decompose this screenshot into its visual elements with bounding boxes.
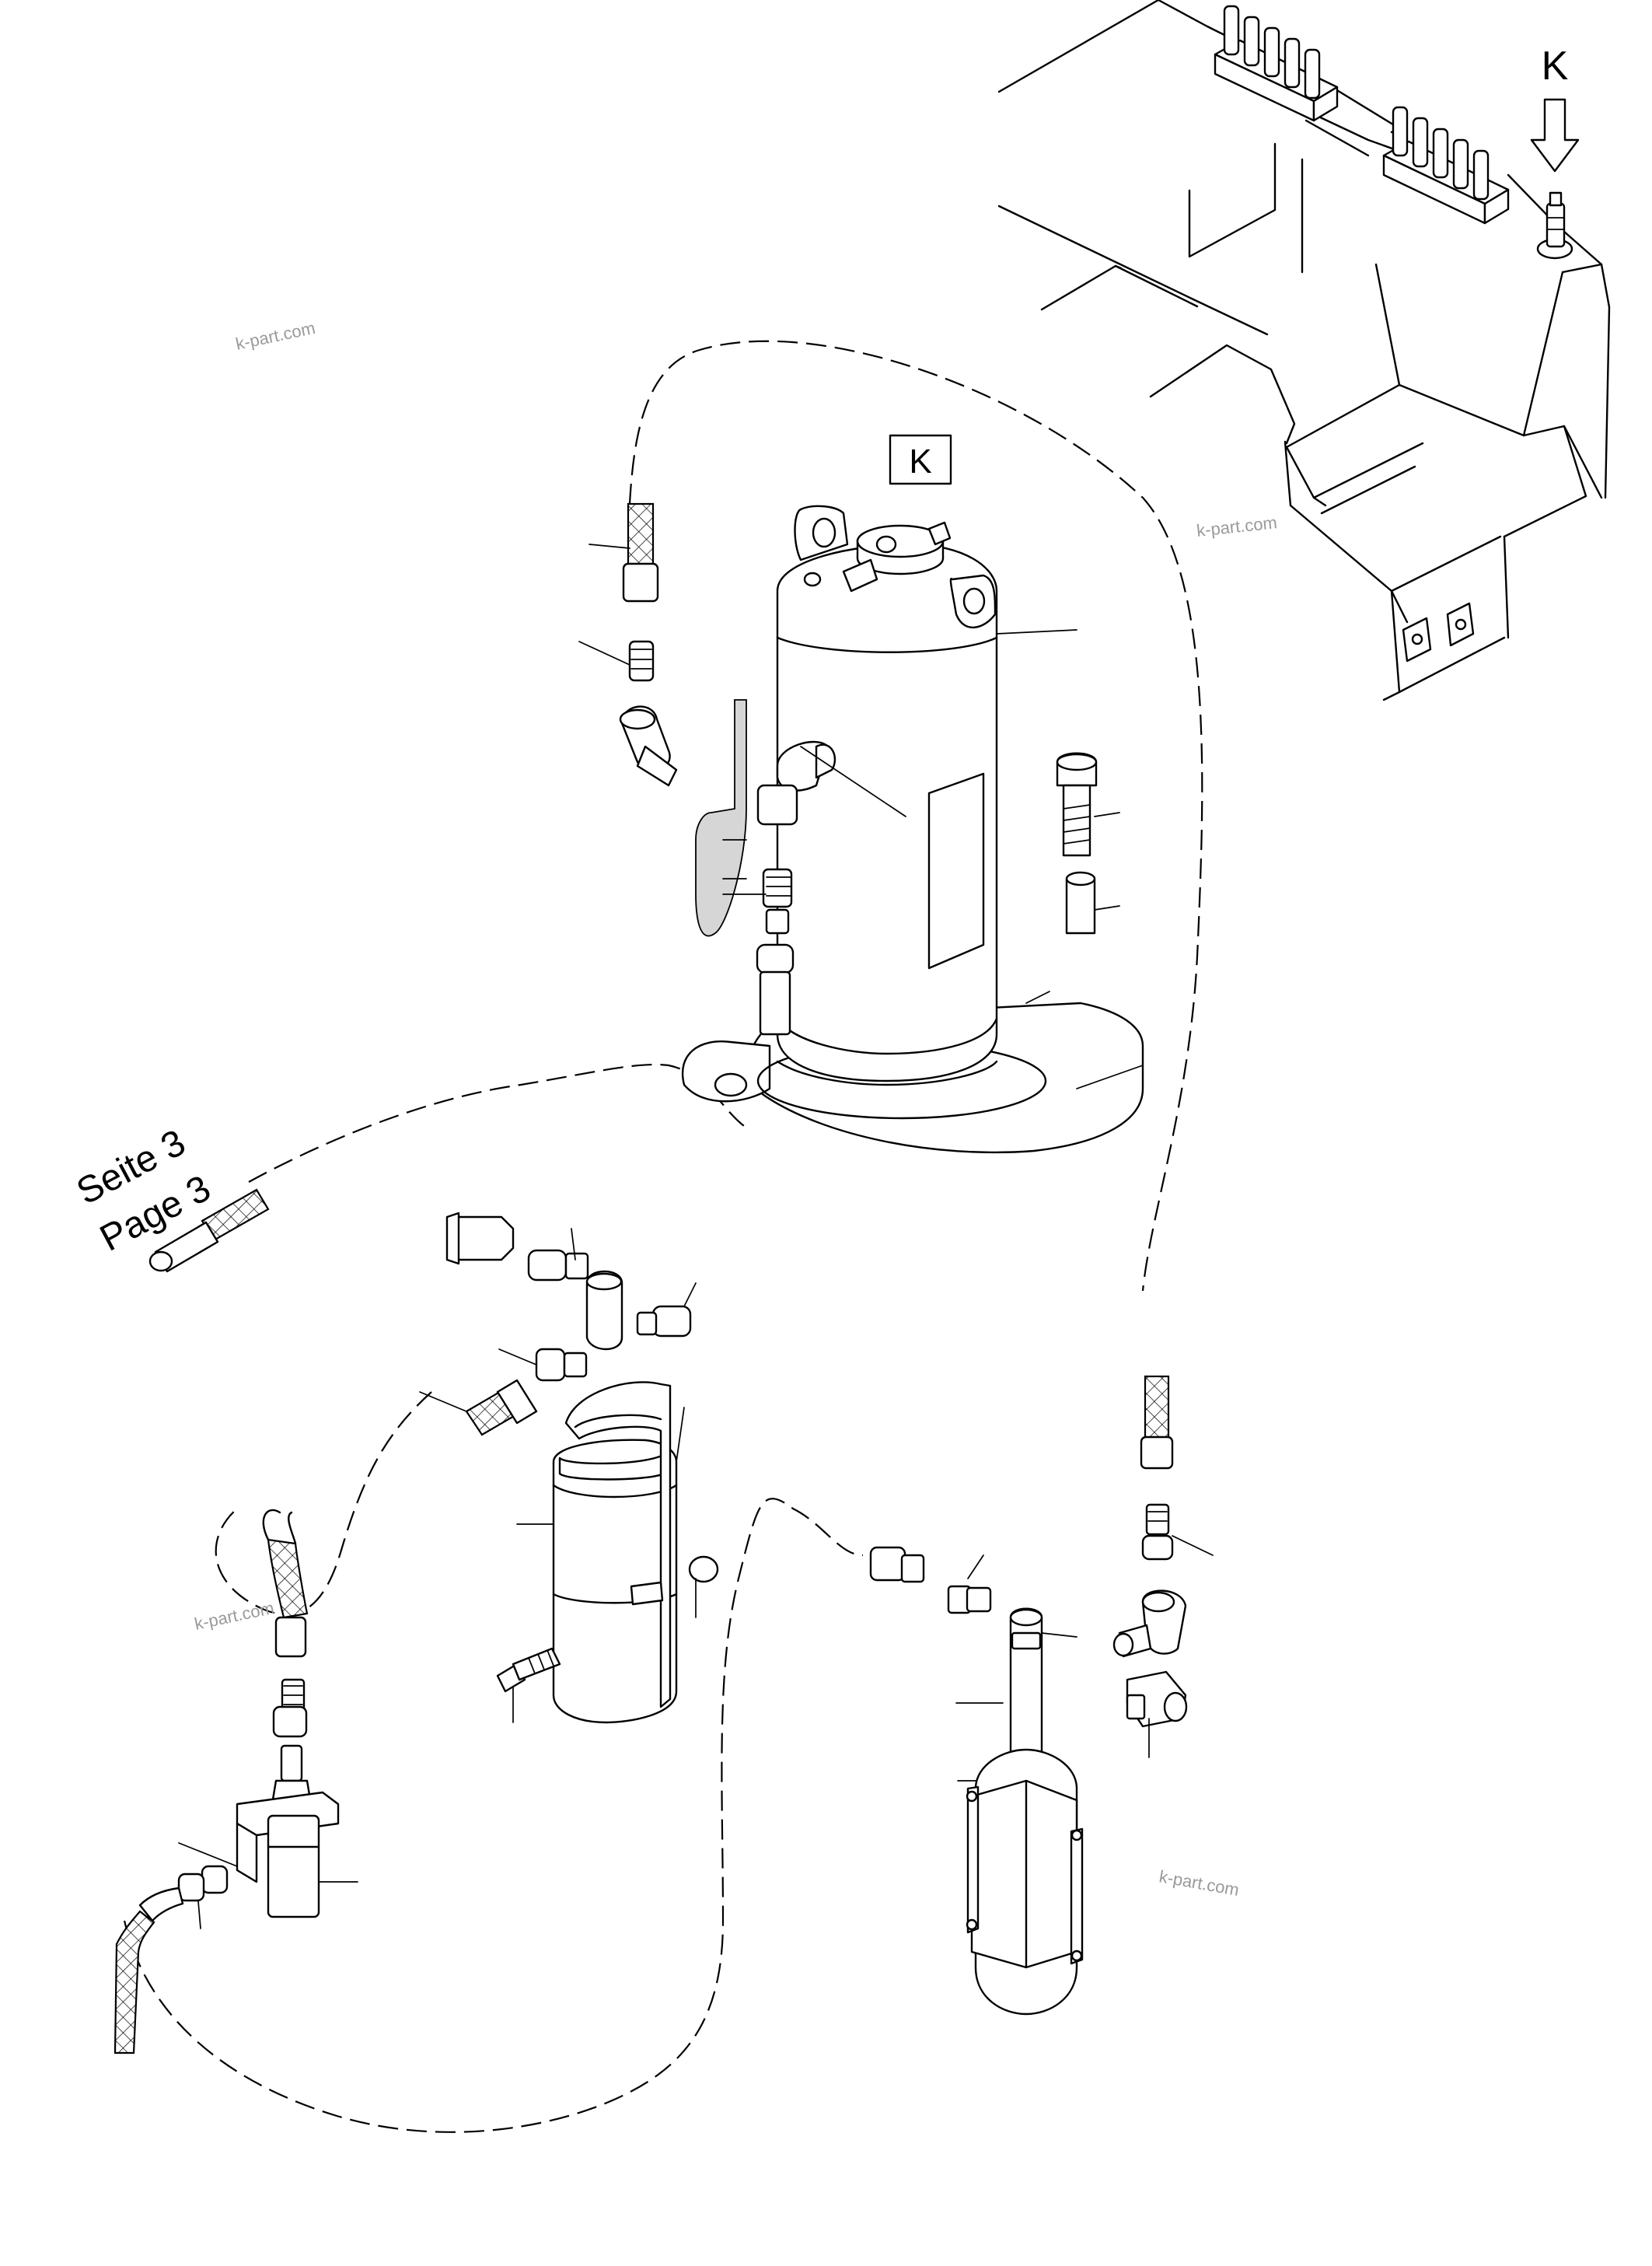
condenser-hose-right [1112,1375,1187,1658]
detail-box-k: K [889,434,952,485]
suction-hose-top [619,502,678,787]
watermark: k-part.com [234,318,317,354]
mount-bolt [1056,752,1098,857]
callout-leader-lines [178,544,1214,1929]
relay-block-2 [1382,106,1510,225]
detail-box-label: K [909,442,931,481]
down-arrow-icon [1530,98,1580,173]
pressure-switch-assembly [114,1509,340,2054]
mount-sleeve [1065,871,1096,935]
machine-frame [997,0,1611,701]
watermark: k-part.com [193,1598,276,1634]
page-reference: Seite 3 Page 3 [70,1122,270,1273]
relay-block-1 [1214,5,1339,122]
compressor [682,505,1144,1154]
view-k-indicator: K [1530,44,1580,260]
accumulator [869,1546,1084,2016]
watermark: k-part.com [1196,512,1278,540]
watermark: k-part.com [1158,1866,1241,1900]
view-k-label: K [1542,44,1569,89]
receiver-drier [445,1212,719,1724]
pressure-sensor [1126,1670,1188,1728]
